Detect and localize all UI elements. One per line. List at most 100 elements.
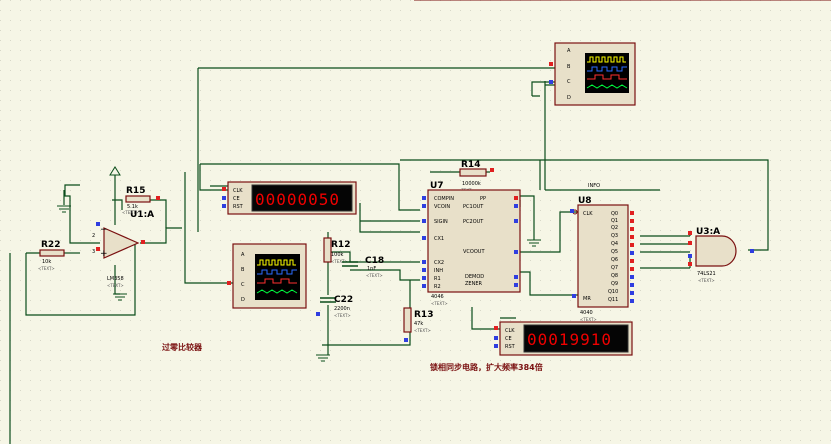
u7-pin-r1: R1: [434, 276, 441, 282]
u3-part: 74LS21: [697, 271, 716, 277]
u8-text-placeholder: <TEXT>: [580, 317, 597, 322]
svg-text:−: −: [100, 225, 108, 235]
ground-symbols: [57, 166, 541, 362]
c22-value: 2200n: [334, 306, 350, 312]
u7-pin-pp: PP: [480, 196, 486, 202]
u8-pin-q4: Q4: [611, 241, 618, 247]
scope-top-ch-b: B: [567, 64, 571, 70]
counter-bottom[interactable]: 00019910 CLK CE RST: [494, 321, 633, 356]
u8-ref: U8: [578, 196, 592, 206]
u8-pin-q5: Q5: [611, 249, 618, 255]
r14-value: 10000k: [462, 181, 481, 187]
r15-ref: R15: [126, 186, 145, 196]
scope-bottom-ch-b: B: [241, 267, 245, 273]
u7-pin-r2: R2: [434, 284, 441, 290]
u3-text-placeholder: <TEXT>: [698, 278, 715, 283]
r12-text-placeholder: <TEXT>: [331, 259, 348, 264]
u7-pin-cx2: CX2: [434, 260, 444, 266]
u7-pin-zener: ZENER: [465, 281, 482, 287]
net-label-info: INFO: [588, 183, 600, 189]
r15-value: 5.1k: [127, 204, 138, 210]
u7-text-placeholder: <TEXT>: [431, 301, 448, 306]
opamp-u1[interactable]: − + U1:A LM358 <TEXT>: [96, 210, 154, 288]
c22-text-placeholder: <TEXT>: [334, 313, 351, 318]
svg-text:+: +: [100, 249, 108, 259]
counter-bottom-pin-ce: CE: [505, 336, 512, 342]
u7-pin-vcoout: VCOOUT: [463, 249, 485, 255]
scope-top-ch-c: C: [567, 79, 571, 85]
r22-text-placeholder: <TEXT>: [38, 266, 55, 271]
r15-text-placeholder: <TEXT>: [122, 210, 139, 215]
u3-ref: U3:A: [696, 227, 720, 237]
u1-ref: U1:A: [130, 210, 154, 220]
u7-ref: U7: [430, 181, 444, 191]
u7-part: 4046: [431, 294, 444, 300]
u8-part: 4040: [580, 310, 593, 316]
counter-bottom-pin-rst: RST: [505, 344, 516, 350]
scope-top-ch-a: A: [567, 48, 571, 54]
counter-top-display: [251, 184, 353, 212]
u8-pin-q8: Q8: [611, 273, 618, 279]
counter-bottom-display: [523, 324, 629, 353]
counter-top-pin-rst: RST: [233, 204, 244, 210]
ic-u8[interactable]: U8 CLK MR Q0 Q1 Q2 Q3 Q4 Q5 Q6 Q7 Q8 Q9 …: [570, 196, 634, 322]
u7-pin-inh: INH: [434, 268, 443, 274]
u8-pin-q7: Q7: [611, 265, 618, 271]
u8-pin-q2: Q2: [611, 225, 618, 231]
counter-top-pin-clk: CLK: [233, 188, 243, 194]
scope-top-ch-d: D: [567, 95, 571, 101]
u7-pin-vcoin: VCOIN: [434, 204, 450, 210]
r13-value: 47k: [414, 321, 423, 327]
counter-bottom-value: 00019910: [527, 330, 612, 349]
c22-ref: C22: [334, 295, 353, 305]
u8-pin-q10: Q10: [608, 289, 618, 295]
scope-bottom-ch-c: C: [241, 282, 245, 288]
u8-pin-q6: Q6: [611, 257, 618, 263]
counter-top-value: 00000050: [255, 190, 340, 209]
c18-value: 1nF: [367, 266, 376, 272]
u8-pin-q1: Q1: [611, 218, 618, 224]
u7-pin-sigin: SIGIN: [434, 219, 448, 225]
r22-value: 10k: [42, 259, 51, 265]
scope-bottom[interactable]: A B C D: [227, 243, 307, 309]
scope-bottom-ch-a: A: [241, 252, 245, 258]
r14-ref: R14: [461, 160, 480, 170]
u7-pin-demod: DEMOD: [465, 274, 484, 280]
counter-top[interactable]: 00000050 CLK CE RST: [222, 181, 357, 215]
u7-pin-pc2out: PC2OUT: [463, 219, 484, 225]
counter-top-pin-ce: CE: [233, 196, 240, 202]
u7-pin-compin: COMPIN: [434, 196, 454, 202]
gate-u3[interactable]: U3:A 74LS21 <TEXT>: [688, 227, 754, 283]
c18-ref: C18: [365, 256, 384, 266]
ic-u7[interactable]: U7 COMPIN VCOIN SIGIN CX1 CX2 INH R1 R2 …: [422, 181, 521, 306]
resistor-r13[interactable]: R13 47k <TEXT>: [403, 307, 433, 342]
u8-pin-q9: Q9: [611, 281, 618, 287]
svg-text:3: 3: [92, 249, 95, 255]
u8-pin-clk: CLK: [583, 211, 593, 217]
u8-pin-q11: Q11: [608, 297, 618, 303]
note-zero-crossing: 过零比较器: [162, 342, 203, 352]
u1-text-placeholder: <TEXT>: [107, 283, 124, 288]
u8-pin-q0: Q0: [611, 211, 618, 217]
resistor-r15[interactable]: R15 5.1k <TEXT>: [122, 186, 160, 215]
u8-pin-mr: MR: [583, 296, 591, 302]
r12-value: 100k: [331, 252, 344, 258]
resistor-r22[interactable]: R22 10k <TEXT> 2 3: [38, 233, 95, 271]
scope-bottom-ch-d: D: [241, 297, 245, 303]
capacitor-c22[interactable]: C22 2200n <TEXT>: [316, 295, 353, 318]
u1-part: LM358: [107, 276, 124, 282]
scope-top[interactable]: A B C D: [549, 42, 636, 106]
capacitor-c18[interactable]: C18 1nF <TEXT>: [342, 256, 384, 278]
svg-text:2: 2: [92, 233, 95, 239]
scope-top-screen: [585, 53, 629, 93]
counter-bottom-pin-clk: CLK: [505, 328, 515, 334]
c18-text-placeholder: <TEXT>: [366, 273, 383, 278]
r13-text-placeholder: <TEXT>: [414, 328, 431, 333]
wires: [9, 67, 769, 444]
r13-ref: R13: [414, 310, 433, 320]
resistor-r12[interactable]: R12 100k <TEXT>: [323, 237, 350, 264]
u8-pin-q3: Q3: [611, 233, 618, 239]
r22-ref: R22: [41, 240, 60, 250]
